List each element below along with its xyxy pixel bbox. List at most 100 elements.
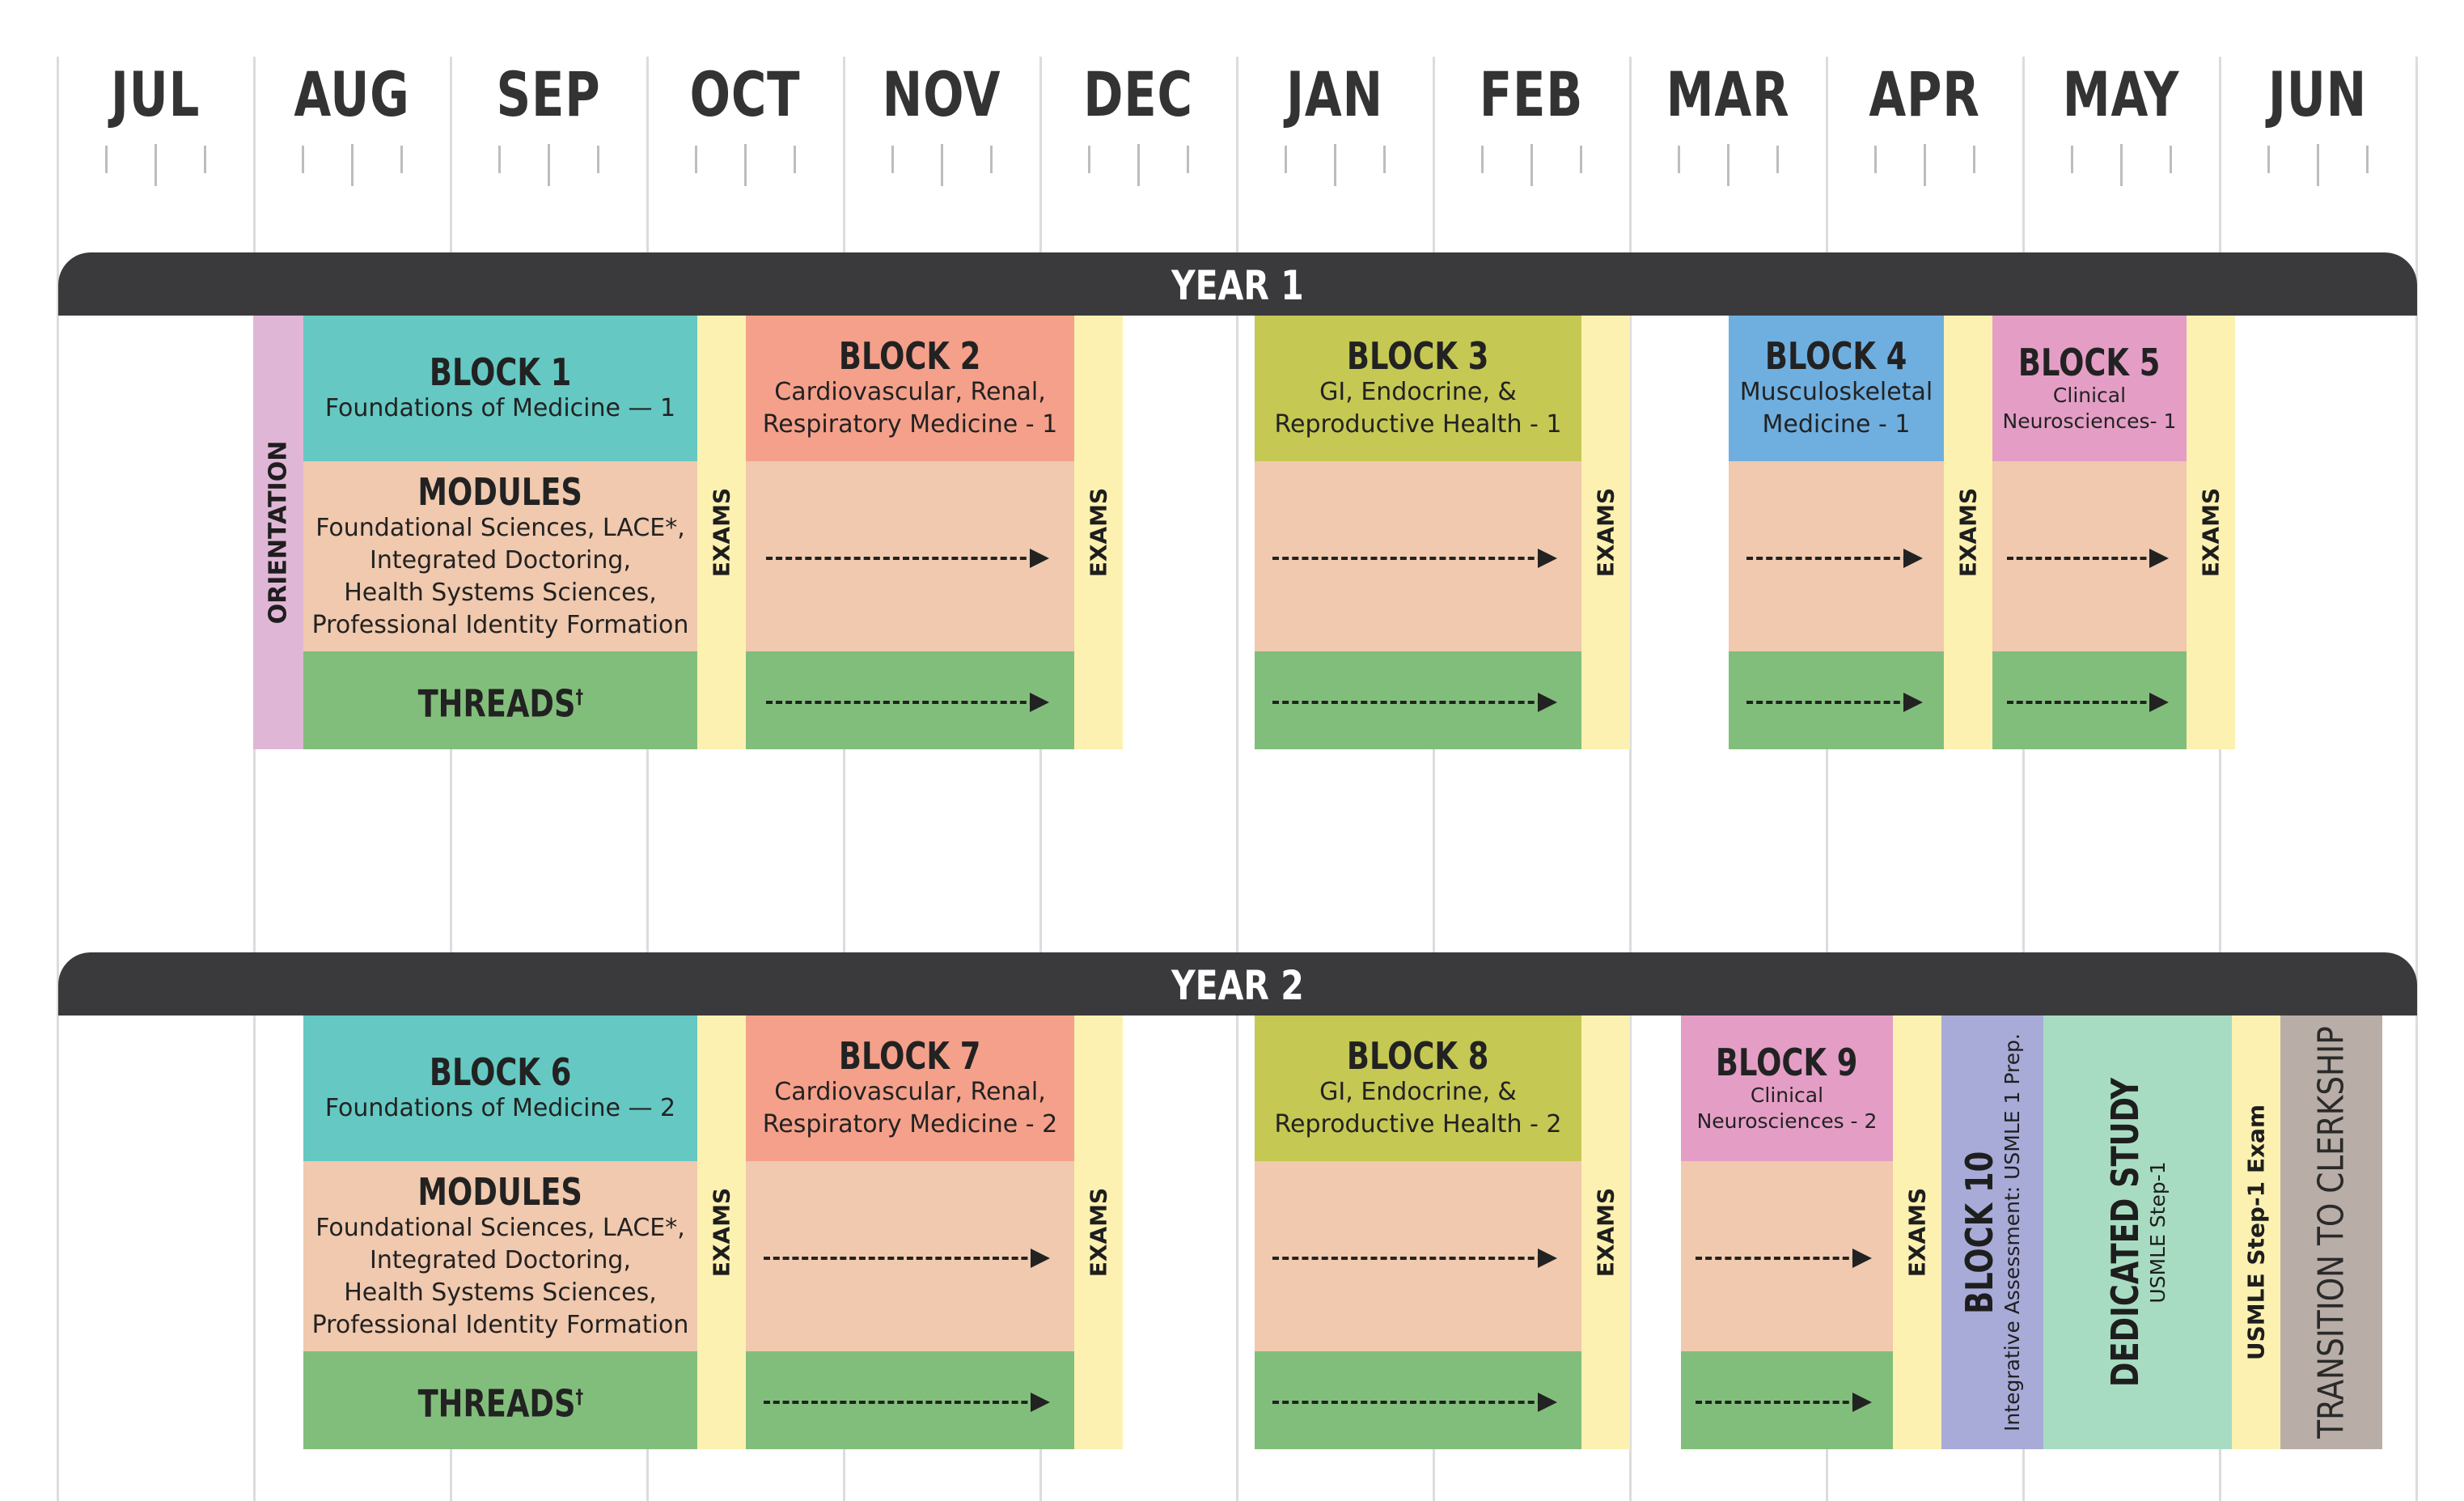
week-tick <box>105 146 108 173</box>
week-tick <box>155 144 157 186</box>
block-10-title: BLOCK 10 <box>1958 1151 2001 1314</box>
year-2-title: YEAR 2 <box>1171 962 1304 1009</box>
block-1-title: BLOCK 1 <box>429 350 572 394</box>
block-7-subtitle-line: Cardiovascular, Renal, <box>774 1078 1046 1106</box>
modules-line: Health Systems Sciences, <box>344 578 657 607</box>
orientation-column: ORIENTATION <box>253 316 303 749</box>
year-2-modules: MODULES Foundational Sciences, LACE*, In… <box>303 1161 697 1351</box>
month-divider <box>646 57 649 1501</box>
block-8-subtitle-line: GI, Endocrine, & <box>1319 1078 1517 1106</box>
transition-label: TRANSITION TO CLERKSHIP <box>2310 1026 2352 1439</box>
block-9-subtitle-line: Clinical <box>1750 1083 1824 1107</box>
continuation-arrow <box>766 548 1049 568</box>
block-9-header: BLOCK 9 Clinical Neurosciences - 2 <box>1681 1016 1893 1161</box>
block-9-modules <box>1681 1161 1893 1351</box>
week-tick <box>498 146 501 173</box>
block-2-threads <box>746 651 1074 749</box>
week-tick <box>1924 144 1926 186</box>
week-tick <box>2366 146 2369 173</box>
week-tick <box>302 146 304 173</box>
month-divider <box>1433 57 1435 1501</box>
year-1-title: YEAR 1 <box>1171 262 1304 309</box>
block-5-threads <box>1992 651 2187 749</box>
week-tick <box>1187 146 1189 173</box>
block-2-subtitle-line: Respiratory Medicine - 1 <box>762 410 1058 439</box>
week-tick <box>794 146 796 173</box>
exams-label: EXAMS <box>1592 1187 1619 1278</box>
continuation-arrow <box>1272 692 1557 712</box>
week-tick <box>2317 144 2319 186</box>
exams-column: EXAMS <box>2187 316 2235 749</box>
week-tick <box>1776 146 1779 173</box>
block-2-modules <box>746 461 1074 651</box>
modules-title: MODULES <box>417 469 583 514</box>
week-tick <box>941 144 943 186</box>
week-tick <box>1137 144 1140 186</box>
dedicated-study-column: DEDICATED STUDY USMLE Step-1 <box>2043 1016 2232 1449</box>
week-tick <box>1481 146 1484 173</box>
block-5-modules <box>1992 461 2187 651</box>
month-label: MAR <box>1666 58 1790 130</box>
week-tick <box>1874 146 1877 173</box>
block-4-threads <box>1729 651 1944 749</box>
continuation-arrow <box>1696 1392 1872 1412</box>
continuation-arrow <box>2007 692 2169 712</box>
continuation-arrow <box>1746 692 1923 712</box>
usmle-exam-label: USMLE Step-1 Exam <box>2242 1104 2270 1361</box>
threads-title: THREADS† <box>417 1376 583 1424</box>
month-divider <box>2022 57 2025 1501</box>
block-3-header: BLOCK 3 GI, Endocrine, & Reproductive He… <box>1255 316 1581 461</box>
block-7-title: BLOCK 7 <box>839 1034 981 1078</box>
block-9-threads <box>1681 1351 1893 1449</box>
continuation-arrow <box>1272 1392 1557 1412</box>
block-6-header: BLOCK 6 Foundations of Medicine — 2 <box>303 1016 697 1161</box>
month-divider <box>1826 57 1828 1501</box>
month-divider <box>2219 57 2221 1501</box>
week-tick <box>351 144 354 186</box>
exams-label: EXAMS <box>1085 1187 1112 1278</box>
month-label: AUG <box>294 58 410 130</box>
month-label: OCT <box>689 58 801 130</box>
exams-label: EXAMS <box>708 487 735 578</box>
block-8-modules <box>1255 1161 1581 1351</box>
month-label: DEC <box>1083 58 1193 130</box>
block-10-text: BLOCK 10 Integrative Assessment: USMLE 1… <box>1958 1033 2026 1431</box>
block-5-header: BLOCK 5 Clinical Neurosciences- 1 <box>1992 316 2187 461</box>
week-tick <box>1530 144 1533 186</box>
block-5-subtitle-line: Neurosciences- 1 <box>2002 409 2177 433</box>
block-5-title: BLOCK 5 <box>2018 341 2161 384</box>
week-tick <box>1383 146 1386 173</box>
month-divider <box>1236 57 1238 1501</box>
week-tick <box>1088 146 1090 173</box>
usmle-exam-column: USMLE Step-1 Exam <box>2232 1016 2280 1449</box>
continuation-arrow <box>1272 548 1557 568</box>
dedicated-study-text: DEDICATED STUDY USMLE Step-1 <box>2103 1039 2171 1426</box>
block-4-header: BLOCK 4 Musculoskeletal Medicine - 1 <box>1729 316 1944 461</box>
threads-dagger: † <box>575 685 583 709</box>
exams-column: EXAMS <box>697 1016 746 1449</box>
block-2-subtitle-line: Cardiovascular, Renal, <box>774 378 1046 406</box>
month-divider <box>253 57 256 1501</box>
year-2-threads: THREADS† <box>303 1351 697 1449</box>
exams-column: EXAMS <box>1074 1016 1123 1449</box>
exams-column: EXAMS <box>1581 316 1630 749</box>
block-7-header: BLOCK 7 Cardiovascular, Renal, Respirato… <box>746 1016 1074 1161</box>
week-tick <box>548 144 550 186</box>
week-tick <box>1285 146 1287 173</box>
modules-line: Foundational Sciences, LACE*, <box>315 513 685 542</box>
month-label: APR <box>1869 58 1980 130</box>
exams-column: EXAMS <box>1074 316 1123 749</box>
block-6-subtitle: Foundations of Medicine — 2 <box>324 1094 676 1122</box>
year-1-bar: YEAR 1 <box>58 252 2417 316</box>
block-2-title: BLOCK 2 <box>839 334 981 378</box>
month-divider <box>450 57 452 1501</box>
block-3-subtitle-line: GI, Endocrine, & <box>1319 378 1517 406</box>
block-7-modules <box>746 1161 1074 1351</box>
orientation-label: ORIENTATION <box>264 440 293 625</box>
month-divider <box>1039 57 1042 1501</box>
week-tick <box>204 146 206 173</box>
block-6-title: BLOCK 6 <box>429 1050 572 1094</box>
month-label: JAN <box>1286 58 1383 130</box>
block-7-threads <box>746 1351 1074 1449</box>
month-divider <box>843 57 845 1501</box>
